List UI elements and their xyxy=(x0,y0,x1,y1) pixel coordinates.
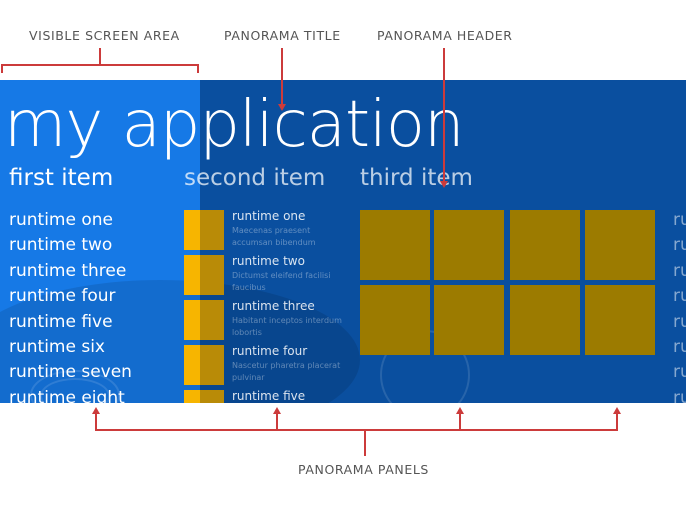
visible-area-bracket-top xyxy=(1,64,199,66)
panels-arrow-2 xyxy=(273,407,281,414)
list-item[interactable]: runtime two Dictumst eleifend facilisi f… xyxy=(184,254,364,300)
list-item[interactable]: runtime three xyxy=(9,260,127,281)
list-item[interactable]: runtime six xyxy=(9,336,105,357)
list-item[interactable]: runtime two xyxy=(9,235,113,256)
item-subtitle: Nascetur pharetra placerat pulvinar xyxy=(232,361,341,382)
item-title: runtime five xyxy=(232,389,306,403)
panels-bracket-tick-4 xyxy=(616,413,618,430)
panel-header-third[interactable]: third item xyxy=(360,165,473,191)
panels-bracket-tick-1 xyxy=(95,413,97,430)
tile[interactable] xyxy=(585,285,655,355)
panels-bracket-tick-2 xyxy=(276,413,278,430)
visible-area-bracket-left xyxy=(1,64,3,73)
item-thumbnail-shade xyxy=(200,390,224,403)
item-subtitle: Maecenas praesent accumsan bibendum xyxy=(232,226,316,247)
item-subtitle: Habitant inceptos interdum lobortis xyxy=(232,316,342,337)
item-thumbnail-shade xyxy=(200,210,224,250)
tile[interactable] xyxy=(510,210,580,280)
panels-arrow-1 xyxy=(92,407,100,414)
tile[interactable] xyxy=(585,210,655,280)
panorama-title: my application xyxy=(4,88,465,162)
list-item[interactable]: runtime one xyxy=(9,210,113,230)
item-thumbnail-shade xyxy=(200,255,224,295)
item-title: runtime four xyxy=(232,344,308,358)
list-item[interactable]: runtime three Habitant inceptos interdum… xyxy=(184,299,364,345)
list-item[interactable]: runtime four xyxy=(9,286,116,307)
second-panel-list: runtime one Maecenas praesent accumsan b… xyxy=(184,209,364,403)
panorama-screen: my application first item second item th… xyxy=(0,80,686,403)
list-item[interactable]: ru xyxy=(673,235,686,256)
first-panel-list: runtime one runtime two runtime three ru… xyxy=(9,208,132,403)
list-item[interactable]: ru xyxy=(673,387,686,403)
panels-bracket-stem xyxy=(364,430,366,456)
header-pointer-line xyxy=(443,48,445,183)
tile[interactable] xyxy=(360,210,430,280)
callout-visible-screen-area: VISIBLE SCREEN AREA xyxy=(29,28,180,43)
item-thumbnail-shade xyxy=(200,300,224,340)
list-item[interactable]: ru xyxy=(673,336,686,357)
header-pointer-arrow xyxy=(440,181,448,188)
panel-header-first[interactable]: first item xyxy=(9,165,114,191)
visible-area-bracket-right xyxy=(197,64,199,73)
list-item[interactable]: runtime five xyxy=(9,311,113,332)
fourth-panel-list: ru ru ru ru ru ru ru ru xyxy=(673,208,686,403)
list-item[interactable]: runtime five xyxy=(184,389,364,403)
tile[interactable] xyxy=(434,210,504,280)
item-title: runtime one xyxy=(232,209,306,223)
item-title: runtime three xyxy=(232,299,315,313)
list-item[interactable]: runtime one Maecenas praesent accumsan b… xyxy=(184,209,364,255)
panels-bracket-tick-3 xyxy=(459,413,461,430)
list-item[interactable]: ru xyxy=(673,311,686,332)
title-pointer-arrow xyxy=(278,104,286,111)
tile[interactable] xyxy=(510,285,580,355)
tile[interactable] xyxy=(434,285,504,355)
list-item[interactable]: ru xyxy=(673,260,686,281)
callout-panorama-title: PANORAMA TITLE xyxy=(224,28,341,43)
panel-header-second[interactable]: second item xyxy=(184,165,326,191)
callout-panorama-panels: PANORAMA PANELS xyxy=(298,462,429,477)
list-item[interactable]: runtime eight xyxy=(9,387,125,403)
list-item[interactable]: ru xyxy=(673,210,686,230)
item-thumbnail-shade xyxy=(200,345,224,385)
list-item[interactable]: runtime seven xyxy=(9,362,132,383)
visible-screen-area xyxy=(0,80,200,403)
panels-arrow-3 xyxy=(456,407,464,414)
list-item[interactable]: runtime four Nascetur pharetra placerat … xyxy=(184,344,364,390)
item-title: runtime two xyxy=(232,254,305,268)
title-pointer-line xyxy=(281,48,283,106)
tile[interactable] xyxy=(360,285,430,355)
panels-arrow-4 xyxy=(613,407,621,414)
list-item[interactable]: ru xyxy=(673,362,686,383)
panels-bracket-horizontal xyxy=(95,429,618,431)
list-item[interactable]: ru xyxy=(673,286,686,307)
item-subtitle: Dictumst eleifend facilisi faucibus xyxy=(232,271,331,292)
callout-panorama-header: PANORAMA HEADER xyxy=(377,28,513,43)
visible-area-bracket-stem xyxy=(99,48,101,65)
